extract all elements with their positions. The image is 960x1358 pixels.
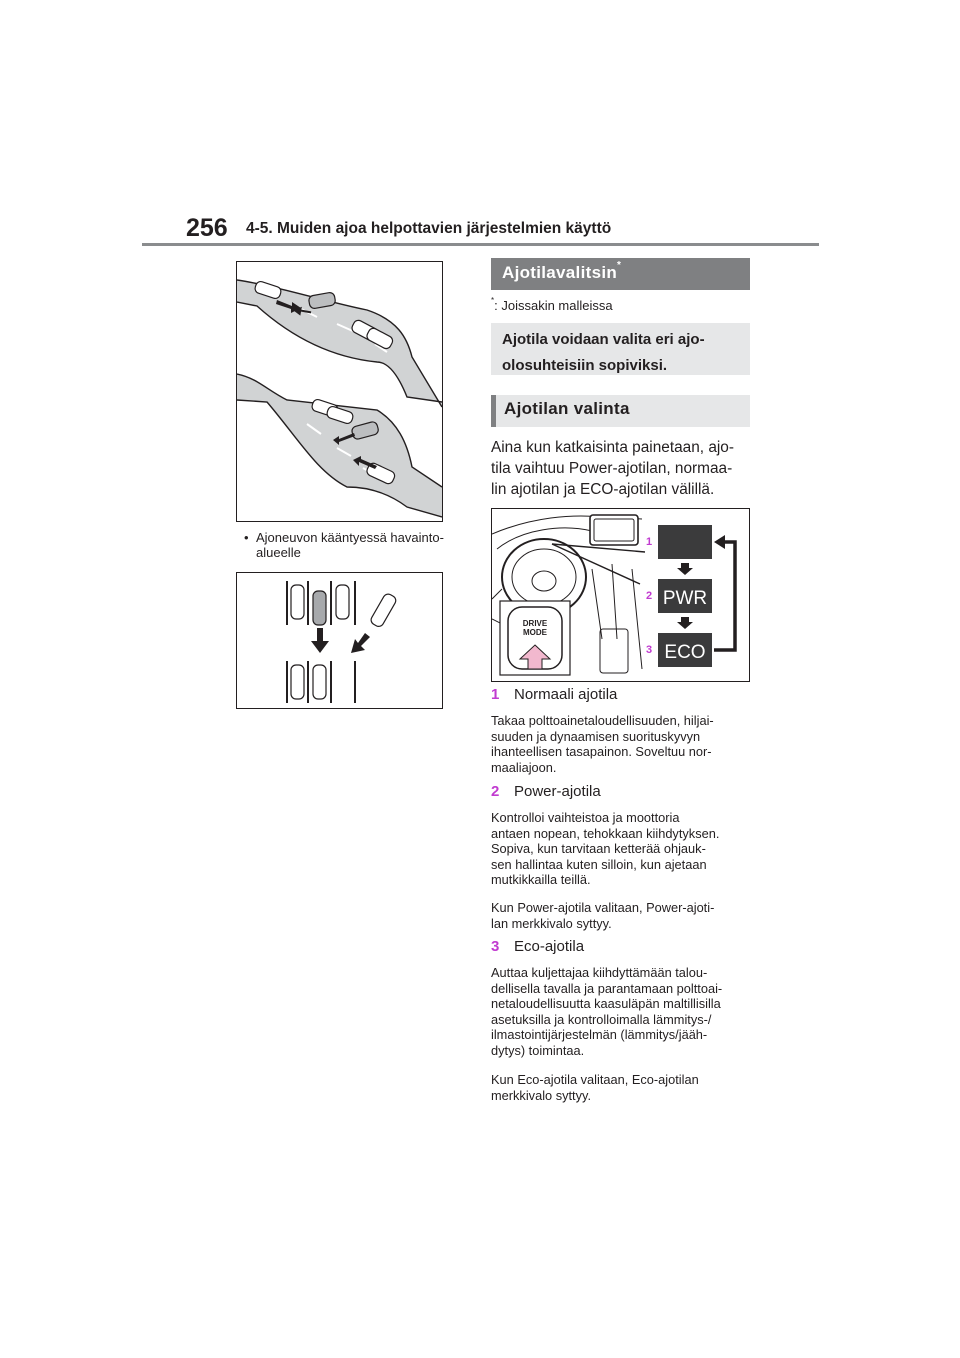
- footnote-mark: *: [491, 296, 495, 305]
- page-number: 256: [186, 214, 228, 242]
- item-2-title: Power-ajotila: [514, 783, 601, 800]
- chapter-title: 4-5. Muiden ajoa helpottavien järjestelm…: [246, 220, 612, 237]
- mode-label-1: 1: [646, 536, 652, 548]
- curved-road-svg: [237, 279, 442, 518]
- item-3-heading: 3 Eco-ajotila: [491, 938, 584, 955]
- item-3-paragraph-1: Auttaa kuljettajaa kiihdyttämään talou- …: [491, 965, 723, 1058]
- parking-illustration: [236, 572, 443, 709]
- intro-paragraph: Aina kun katkaisinta painetaan, ajo- til…: [491, 439, 734, 498]
- section-title: Ajotilavalitsin*: [491, 258, 750, 290]
- bullet-dot-icon: •: [244, 530, 249, 545]
- item-3-title: Eco-ajotila: [514, 938, 585, 955]
- mode-label-3: 3: [646, 644, 652, 656]
- drive-mode-label-line2: MODE: [523, 628, 548, 637]
- subsection-title: Ajotilan valinta: [491, 395, 750, 427]
- item-2-paragraph-1: Kontrolloi vaihteistoa ja moottoria anta…: [491, 810, 720, 888]
- arrow-down-icon: [677, 563, 693, 575]
- drive-mode-illustration: DRIVE MODE 1 2 3 PWR ECO: [491, 508, 750, 682]
- bullet-item: • Ajoneuvon kääntyessä havainto- alueell…: [244, 530, 444, 560]
- item-1-title: Normaali ajotila: [514, 686, 618, 703]
- eco-mode-indicator: [658, 633, 712, 667]
- power-mode-indicator: [658, 579, 712, 613]
- footnote: *: Joissakin malleissa: [491, 296, 613, 313]
- mode-label-2: 2: [646, 590, 652, 602]
- curved-road-illustration: [236, 261, 443, 522]
- drive-mode-svg: DRIVE MODE 1 2 3 PWR ECO: [492, 514, 737, 676]
- drive-mode-label-line1: DRIVE: [523, 619, 548, 628]
- item-3-paragraph-2: Kun Eco-ajotila valitaan, Eco-ajotilan m…: [491, 1072, 699, 1103]
- item-2-heading: 2 Power-ajotila: [491, 783, 601, 800]
- header-divider: [142, 243, 819, 246]
- bullet-text: Ajoneuvon kääntyessä havainto- alueelle: [256, 530, 444, 560]
- item-2-number: 2: [491, 783, 500, 800]
- pwr-indicator-text: PWR: [663, 588, 707, 609]
- section-title-text: Ajotilavalitsin: [502, 263, 618, 282]
- item-2-paragraph-2: Kun Power-ajotila valitaan, Power-ajoti-…: [491, 900, 715, 931]
- normal-mode-indicator: [658, 525, 712, 559]
- eco-indicator-text: ECO: [664, 642, 705, 663]
- item-1-number: 1: [491, 686, 500, 703]
- parking-svg: [286, 581, 397, 703]
- arrow-down-icon: [677, 617, 693, 629]
- item-1-paragraph: Takaa polttoainetaloudellisuuden, hiljai…: [491, 713, 714, 775]
- summary-box: Ajotila voidaan valita eri ajo- olosuhte…: [491, 323, 750, 375]
- section-title-mark: *: [617, 260, 622, 271]
- footnote-text: : Joissakin malleissa: [494, 298, 613, 313]
- loop-arrow-icon: [714, 535, 725, 549]
- item-1-heading: 1 Normaali ajotila: [491, 686, 617, 703]
- item-3-number: 3: [491, 938, 500, 955]
